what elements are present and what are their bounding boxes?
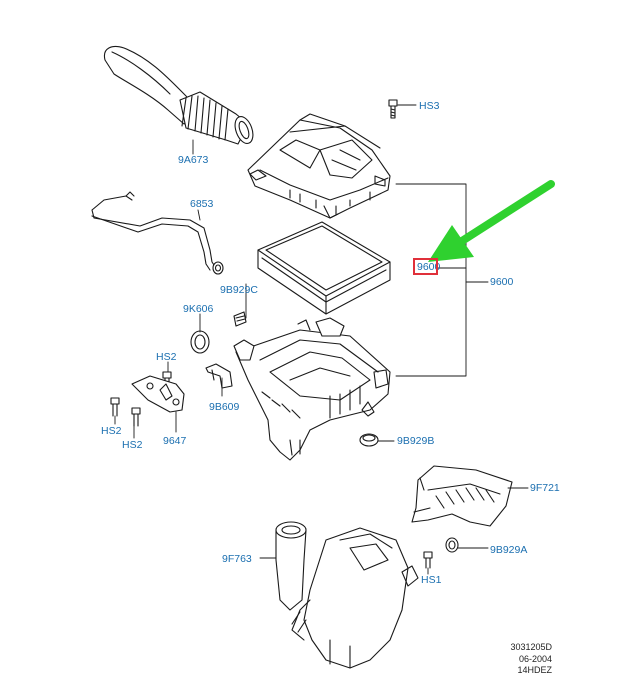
label-9a673[interactable]: 9A673 <box>178 154 209 166</box>
label-hs1[interactable]: HS1 <box>421 574 442 586</box>
reference-code: 3031205D <box>510 642 552 652</box>
label-hs2-bottom[interactable]: HS2 <box>122 439 143 451</box>
label-hs2-top[interactable]: HS2 <box>156 351 177 363</box>
lower-housing <box>233 317 391 461</box>
label-9600-filter[interactable]: 9600 <box>417 261 441 273</box>
reference-date: 06-2004 <box>518 654 552 664</box>
label-6853[interactable]: 6853 <box>190 198 214 210</box>
label-9b929a[interactable]: 9B929A <box>490 544 528 556</box>
label-9600-assembly[interactable]: 9600 <box>490 276 514 288</box>
label-9b929b[interactable]: 9B929B <box>397 435 435 447</box>
grommet-9b929c <box>233 311 247 327</box>
bracket-9647 <box>131 375 185 413</box>
label-9f763[interactable]: 9F763 <box>222 553 252 565</box>
bolt-hs3 <box>388 99 398 119</box>
bolt-hs1 <box>423 551 433 569</box>
clip-9b609 <box>205 363 233 389</box>
pointer-arrow <box>428 180 555 262</box>
label-9k606[interactable]: 9K606 <box>183 303 214 315</box>
air-cleaner-cover <box>247 113 391 219</box>
grommet-9b929b <box>359 433 379 447</box>
bolt-hs2-left <box>110 397 120 417</box>
label-hs2-left[interactable]: HS2 <box>101 425 122 437</box>
intake-hose-9a673 <box>103 45 254 145</box>
resonator-9f763 <box>275 521 419 669</box>
duct-9f721 <box>411 465 513 527</box>
highlight-box <box>413 258 438 275</box>
callout-lines <box>114 104 529 575</box>
hose-corrugation <box>179 91 249 145</box>
drain-tube-6853 <box>91 191 224 275</box>
label-hs3[interactable]: HS3 <box>419 100 440 112</box>
filter-element <box>257 221 391 315</box>
label-9b609[interactable]: 9B609 <box>209 401 240 413</box>
label-9b929c[interactable]: 9B929C <box>220 284 258 296</box>
oring-9k606 <box>190 330 210 354</box>
grommet-9b929a <box>445 537 459 553</box>
label-9f721[interactable]: 9F721 <box>530 482 560 494</box>
bolt-hs2-bottom <box>131 407 141 427</box>
reference-series: 14HDEZ <box>517 665 552 675</box>
label-9647[interactable]: 9647 <box>163 435 187 447</box>
